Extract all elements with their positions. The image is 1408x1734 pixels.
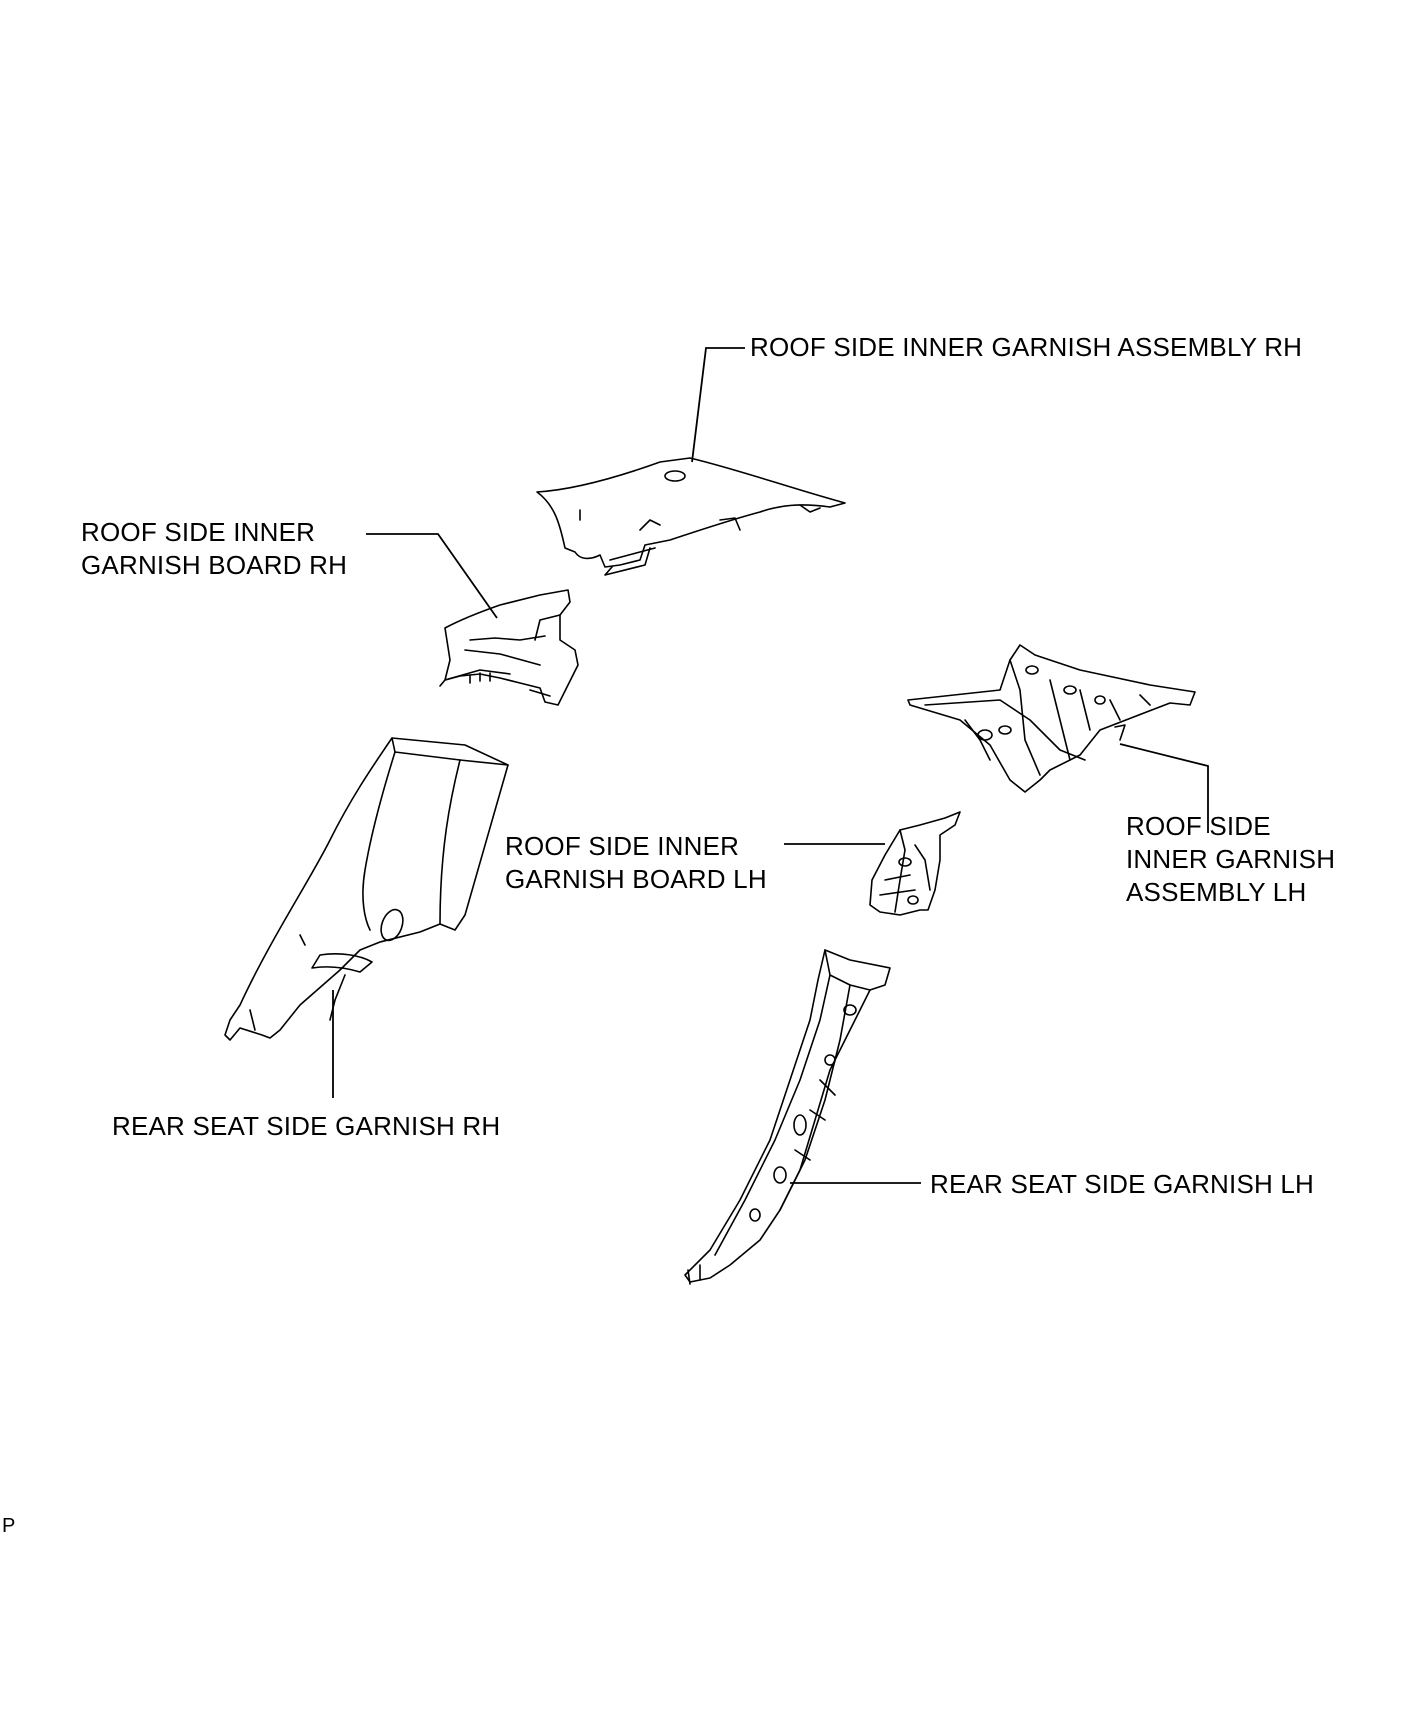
label-rear-seat-side-garnish-rh: REAR SEAT SIDE GARNISH RH — [112, 1110, 500, 1143]
roof-side-inner-garnish-assembly-lh-part — [907, 644, 1196, 793]
roof-side-inner-garnish-board-lh-part — [869, 811, 961, 916]
roof-side-inner-garnish-board-rh-part — [439, 589, 579, 706]
corner-mark-text: P — [2, 1515, 16, 1537]
label-roof-side-inner-garnish-assembly-rh: ROOF SIDE INNER GARNISH ASSEMBLY RH — [750, 331, 1302, 364]
roof-side-inner-garnish-assembly-rh-part — [536, 457, 846, 576]
leader-roof-assy-lh — [1119, 743, 1209, 833]
corner-mark: P — [2, 1514, 16, 1538]
label-roof-side-inner-garnish-board-rh: ROOF SIDE INNER GARNISH BOARD RH — [81, 516, 347, 582]
label-line: INNER GARNISH — [1126, 844, 1336, 874]
leader-roof-assy-rh — [691, 347, 745, 463]
label-roof-side-inner-garnish-board-lh: ROOF SIDE INNER GARNISH BOARD LH — [505, 830, 767, 896]
label-line: ROOF SIDE INNER — [81, 517, 316, 547]
label-rear-seat-side-garnish-lh: REAR SEAT SIDE GARNISH LH — [930, 1168, 1314, 1201]
leader-roof-board-rh — [366, 533, 498, 619]
label-roof-side-inner-garnish-assembly-lh: ROOF SIDE INNER GARNISH ASSEMBLY LH — [1126, 810, 1335, 909]
label-line: GARNISH BOARD RH — [81, 550, 348, 580]
label-text: REAR SEAT SIDE GARNISH LH — [930, 1169, 1315, 1199]
label-line: ROOF SIDE INNER — [505, 831, 740, 861]
label-line: ROOF SIDE — [1126, 811, 1271, 841]
rear-seat-side-garnish-lh-part — [684, 949, 891, 1285]
leader-lines — [332, 347, 1209, 1184]
label-line: GARNISH BOARD LH — [505, 864, 767, 894]
label-line: ASSEMBLY LH — [1126, 877, 1307, 907]
label-text: ROOF SIDE INNER GARNISH ASSEMBLY RH — [750, 332, 1303, 362]
rear-seat-side-garnish-rh-part — [224, 737, 509, 1041]
label-text: REAR SEAT SIDE GARNISH RH — [112, 1111, 501, 1141]
